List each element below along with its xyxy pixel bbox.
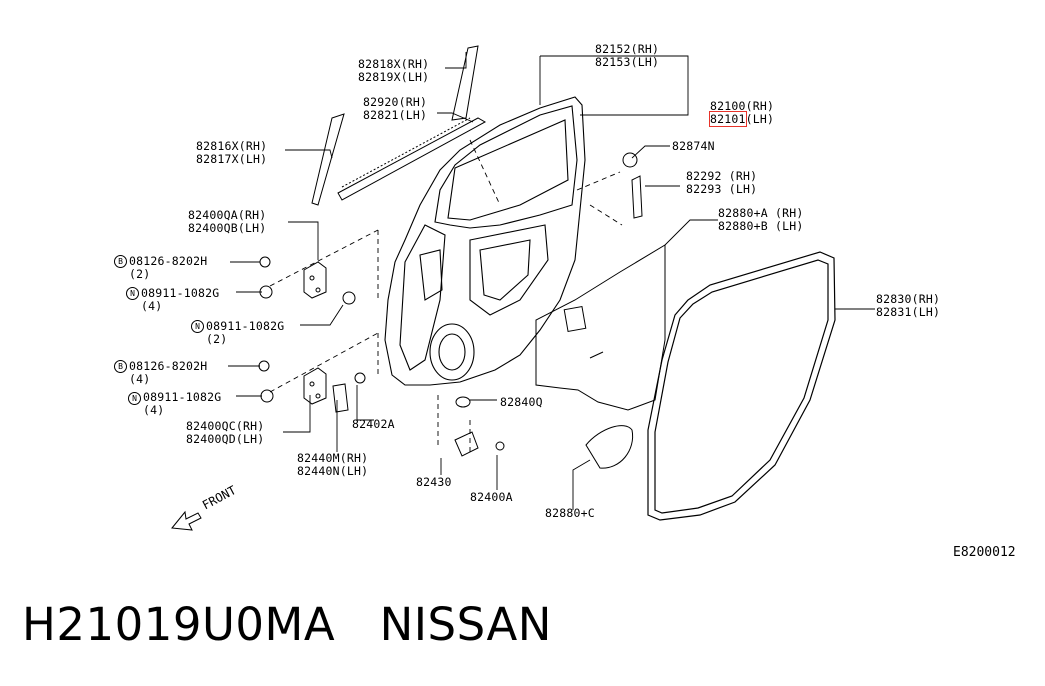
- label-82840q: 82840Q: [500, 395, 543, 409]
- leader-lines: [228, 52, 875, 510]
- label-08911-top: 08911-1082G (4): [141, 286, 220, 313]
- label-82400qa: 82400QA(RH) 82400QB(LH): [188, 208, 267, 235]
- door-trim-panel: [535, 244, 666, 411]
- label-82830: 82830(RH) 82831(LH): [876, 292, 941, 319]
- label-82292: 82292 (RH) 82293 (LH): [686, 169, 758, 196]
- nut-n-icon-3: N: [128, 392, 141, 405]
- highlighted-part-82101[interactable]: 82101: [709, 111, 747, 127]
- bolts: [258, 256, 505, 451]
- label-82152: 82152(RH) 82153(LH): [595, 42, 660, 69]
- diagram-code: E8200012: [953, 545, 1016, 560]
- label-82100: 82100(RH): [710, 99, 775, 113]
- label-82440: 82440M(RH) 82440N(LH): [297, 451, 369, 478]
- label-82400qc: 82400QC(RH) 82400QD(LH): [186, 419, 265, 446]
- label-82402a: 82402A: [352, 417, 395, 431]
- footer-caption: H21019U0MA NISSAN: [22, 598, 552, 651]
- bolt-b-icon: B: [114, 255, 127, 268]
- label-82818: 82818X(RH) 82819X(LH): [358, 57, 430, 84]
- label-82874n: 82874N: [672, 139, 715, 153]
- label-82816: 82816X(RH) 82817X(LH): [196, 139, 268, 166]
- label-08126-bot: 08126-8202H (4): [129, 359, 208, 386]
- label-82880c: 82880+C: [545, 506, 595, 520]
- front-arrow-icon: [171, 510, 202, 531]
- hinge-upper: [303, 261, 327, 299]
- label-08911-bot: 08911-1082G (4): [143, 390, 222, 417]
- nut-n-icon: N: [126, 287, 139, 300]
- weatherstrip: [647, 251, 836, 521]
- hinge-lower: [303, 367, 327, 405]
- part-number: H21019U0MA: [22, 598, 336, 651]
- cover-82880c: [585, 425, 634, 469]
- label-82920: 82920(RH) 82821(LH): [363, 95, 428, 122]
- label-82400a: 82400A: [470, 490, 513, 504]
- label-08911-mid: 08911-1082G (2): [206, 319, 285, 346]
- grommet-82874n: [622, 152, 638, 168]
- bolt-b-icon-2: B: [114, 360, 127, 373]
- label-82880ab: 82880+A (RH) 82880+B (LH): [718, 206, 804, 233]
- brand-name: NISSAN: [379, 598, 552, 651]
- label-82430: 82430: [416, 475, 452, 489]
- window-channel-parts: [311, 45, 487, 206]
- label-82101-side: (LH): [745, 112, 775, 126]
- nut-n-icon-2: N: [191, 320, 204, 333]
- label-08126-top: 08126-8202H (2): [129, 254, 208, 281]
- lock-part: [454, 431, 479, 457]
- part-82292: [631, 175, 643, 219]
- plug-82840q: [455, 396, 471, 408]
- door-check: [332, 383, 349, 413]
- door-panel: [384, 96, 586, 386]
- label-82101: 82101(LH): [709, 111, 775, 127]
